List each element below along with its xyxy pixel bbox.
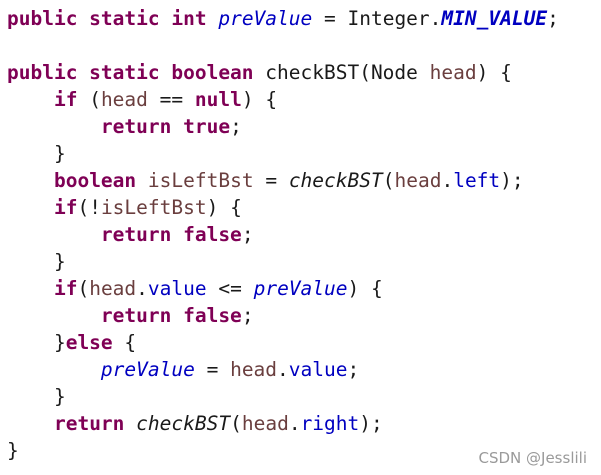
code-token-plain: =: [253, 169, 289, 192]
code-token-plain: [7, 304, 101, 327]
code-line[interactable]: if (head == null) {: [7, 86, 597, 113]
code-line[interactable]: if(!isLeftBst) {: [7, 194, 597, 221]
code-token-plain: [124, 412, 136, 435]
code-token-plain: {: [112, 331, 137, 354]
code-token-plain: }: [7, 331, 66, 354]
code-token-kw: public static boolean: [7, 61, 254, 84]
code-token-kw: public static int: [7, 7, 207, 30]
code-token-field: right: [300, 412, 360, 435]
code-token-plain: }: [7, 385, 66, 408]
code-token-plain: [7, 412, 54, 435]
code-token-static-final: MIN_VALUE: [441, 7, 548, 30]
code-token-plain: ) {: [347, 277, 383, 300]
code-token-kw: if: [53, 277, 78, 300]
code-line[interactable]: public static int preValue = Integer.MIN…: [7, 5, 597, 32]
code-token-plain: (: [382, 169, 395, 192]
code-line[interactable]: }: [7, 248, 597, 275]
code-token-plain: .: [288, 412, 301, 435]
code-token-plain: [136, 169, 148, 192]
code-token-kw: boolean: [53, 169, 137, 192]
code-token-field: value: [147, 277, 207, 300]
code-line[interactable]: }: [7, 437, 597, 464]
code-token-plain: );: [359, 412, 383, 435]
code-token-var: head: [89, 277, 137, 300]
code-token-plain: ;: [241, 304, 254, 327]
code-line[interactable]: return false;: [7, 302, 597, 329]
code-token-plain: ) {: [206, 196, 242, 219]
code-token-plain: [7, 358, 101, 381]
code-line[interactable]: return checkBST(head.right);: [7, 410, 597, 437]
code-token-static: preValue: [218, 7, 313, 30]
code-token-static: preValue: [253, 277, 348, 300]
code-token-method-static: checkBST: [288, 169, 383, 192]
code-token-static: preValue: [100, 358, 195, 381]
code-token-plain: [7, 115, 101, 138]
code-line[interactable]: return true;: [7, 113, 597, 140]
code-token-plain: [7, 223, 101, 246]
code-token-plain: (: [77, 88, 101, 111]
code-token-plain: [207, 7, 219, 30]
code-token-var: head: [241, 412, 289, 435]
code-token-plain: [7, 169, 54, 192]
code-token-plain: (: [77, 277, 90, 300]
code-token-plain: .: [136, 277, 148, 300]
code-line[interactable]: public static boolean checkBST(Node head…: [7, 59, 597, 86]
code-token-var: head: [394, 169, 442, 192]
code-token-kw: return: [53, 412, 125, 435]
code-line[interactable]: [7, 32, 597, 59]
code-token-plain: ==: [147, 88, 195, 111]
code-token-plain: (: [230, 412, 242, 435]
code-token-kw: return false: [100, 304, 242, 327]
code-token-var: isLeftBst: [100, 196, 207, 219]
code-token-plain: ;: [241, 223, 254, 246]
code-token-plain: }: [7, 439, 19, 462]
code-token-method-static: checkBST: [136, 412, 231, 435]
code-line[interactable]: }: [7, 383, 597, 410]
code-editor[interactable]: public static int preValue = Integer.MIN…: [7, 5, 597, 464]
code-token-plain: ;: [230, 115, 242, 138]
code-token-plain: checkBST(Node: [253, 61, 430, 84]
code-token-kw: if: [53, 88, 78, 111]
code-token-plain: ) {: [476, 61, 512, 84]
code-token-plain: .: [277, 358, 289, 381]
code-token-plain: );: [500, 169, 524, 192]
code-token-plain: (!: [77, 196, 101, 219]
code-token-plain: [7, 196, 54, 219]
code-token-kw: else: [65, 331, 113, 354]
code-token-var: head: [100, 88, 148, 111]
code-token-kw: if: [53, 196, 78, 219]
code-token-plain: }: [7, 250, 66, 273]
code-token-var: head: [230, 358, 278, 381]
code-token-plain: =: [194, 358, 231, 381]
code-line[interactable]: }: [7, 140, 597, 167]
code-token-kw: null: [194, 88, 242, 111]
code-line[interactable]: boolean isLeftBst = checkBST(head.left);: [7, 167, 597, 194]
code-token-kw: return true: [100, 115, 231, 138]
code-token-plain: <=: [206, 277, 254, 300]
code-token-field: left: [453, 169, 501, 192]
code-token-plain: [7, 88, 54, 111]
code-token-plain: = Integer.: [312, 7, 442, 30]
code-token-plain: ;: [347, 358, 360, 381]
code-token-plain: ) {: [241, 88, 278, 111]
code-line[interactable]: if(head.value <= preValue) {: [7, 275, 597, 302]
code-token-plain: [7, 277, 54, 300]
code-token-field: value: [288, 358, 348, 381]
code-token-kw: return false: [100, 223, 242, 246]
code-token-plain: }: [7, 142, 66, 165]
code-line[interactable]: }else {: [7, 329, 597, 356]
code-token-var: head: [429, 61, 477, 84]
code-line[interactable]: preValue = head.value;: [7, 356, 597, 383]
watermark-label: CSDN @Jesslili: [478, 449, 588, 467]
code-line[interactable]: return false;: [7, 221, 597, 248]
code-token-plain: .: [441, 169, 454, 192]
code-token-plain: ;: [547, 7, 559, 30]
code-token-var: isLeftBst: [147, 169, 254, 192]
